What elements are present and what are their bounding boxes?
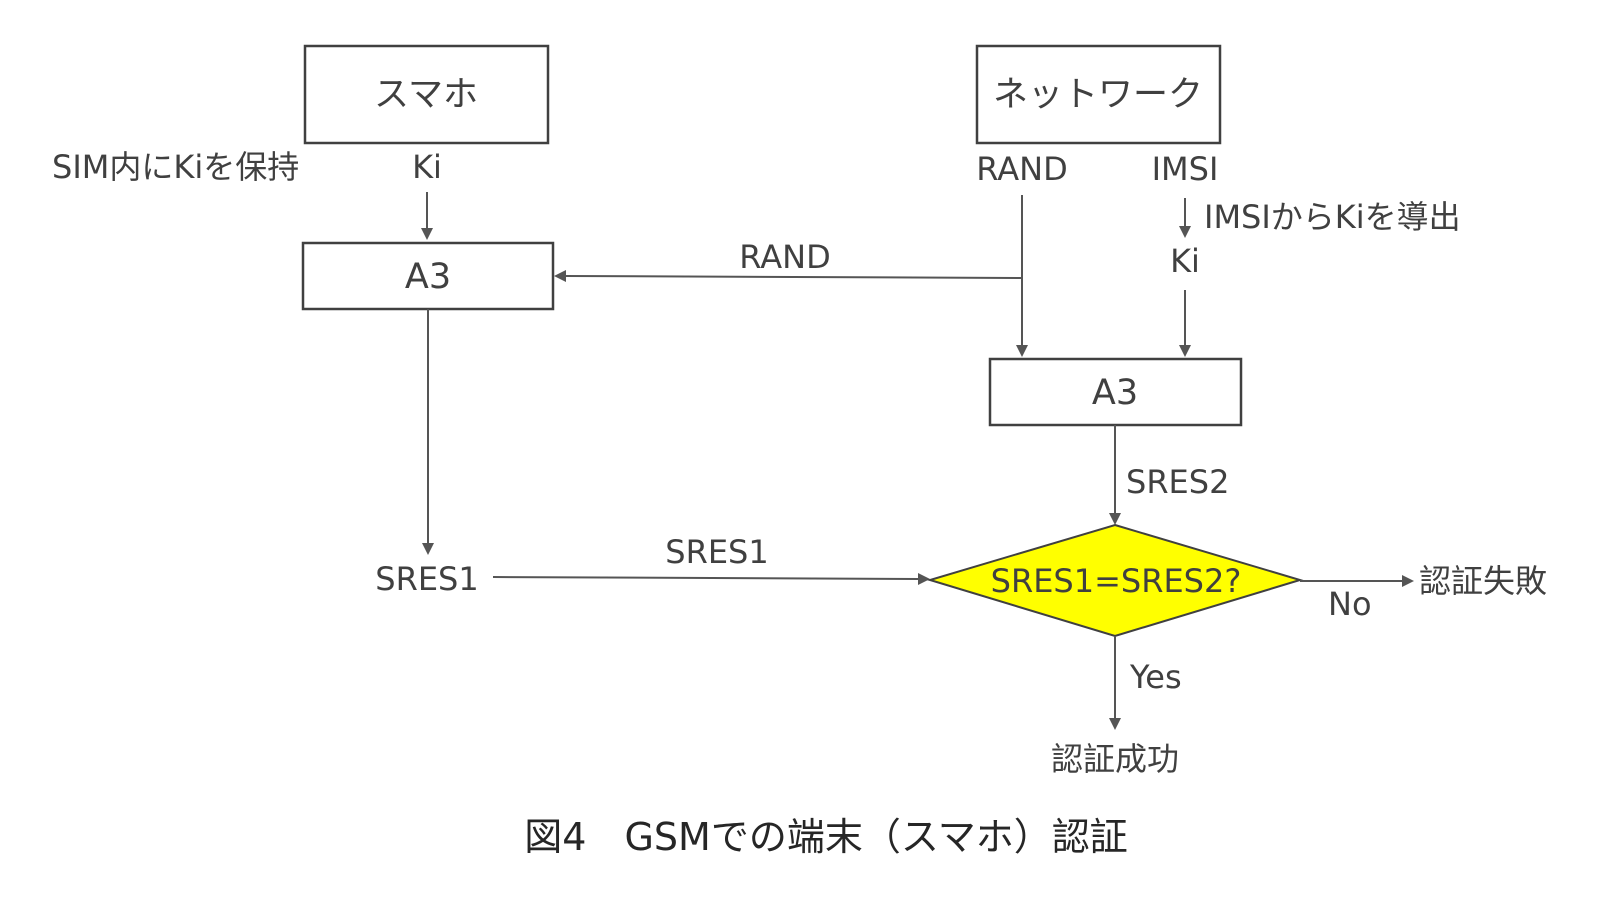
network-imsi-label: IMSI xyxy=(1152,150,1219,188)
imsi-to-ki-arrowhead xyxy=(1179,226,1191,238)
phone-ki-label: Ki xyxy=(412,148,442,186)
phone-sres1-label: SRES1 xyxy=(375,560,478,598)
network-rand-label: RAND xyxy=(976,150,1067,188)
phone-ki-arrowhead xyxy=(421,228,433,240)
phone-a3-to-sres1-arrowhead xyxy=(422,543,434,555)
figure-caption: 図4 GSMでの端末（スマホ）認証 xyxy=(524,815,1127,859)
rand-to-phone-line xyxy=(565,275,1023,279)
no-branch-arrowhead xyxy=(1402,575,1414,587)
sres2-label: SRES2 xyxy=(1126,463,1229,501)
network-a3-to-decision-arrowhead xyxy=(1109,513,1121,525)
yes-label: Yes xyxy=(1129,658,1182,696)
phone-a3-box xyxy=(301,241,555,311)
network-ki-label: Ki xyxy=(1170,242,1200,280)
no-label: No xyxy=(1328,585,1372,623)
rand-to-phone-label: RAND xyxy=(739,238,830,276)
phone-a3-label: A3 xyxy=(405,257,451,297)
network-ki-to-a3-arrowhead xyxy=(1179,345,1191,357)
network-a3-label: A3 xyxy=(1092,373,1138,413)
rand-down-arrowhead xyxy=(1016,345,1028,357)
sres1-to-decision-line xyxy=(492,576,919,580)
success-label: 認証成功 xyxy=(1051,740,1179,778)
sim-note: SIM内にKiを保持 xyxy=(52,148,299,186)
phone-box xyxy=(303,44,550,145)
decision-label: SRES1=SRES2? xyxy=(991,562,1242,600)
network-box xyxy=(975,44,1222,145)
derive-note: IMSIからKiを導出 xyxy=(1204,198,1461,236)
sres1-to-decision-arrowhead xyxy=(918,573,930,585)
yes-branch-arrowhead xyxy=(1109,718,1121,730)
network-title: ネットワーク xyxy=(993,75,1203,115)
rand-to-phone-arrowhead xyxy=(554,270,566,282)
network-a3-box xyxy=(988,357,1243,427)
failure-label: 認証失敗 xyxy=(1419,562,1547,600)
sres1-to-network-label: SRES1 xyxy=(665,533,768,571)
phone-title: スマホ xyxy=(374,75,478,115)
